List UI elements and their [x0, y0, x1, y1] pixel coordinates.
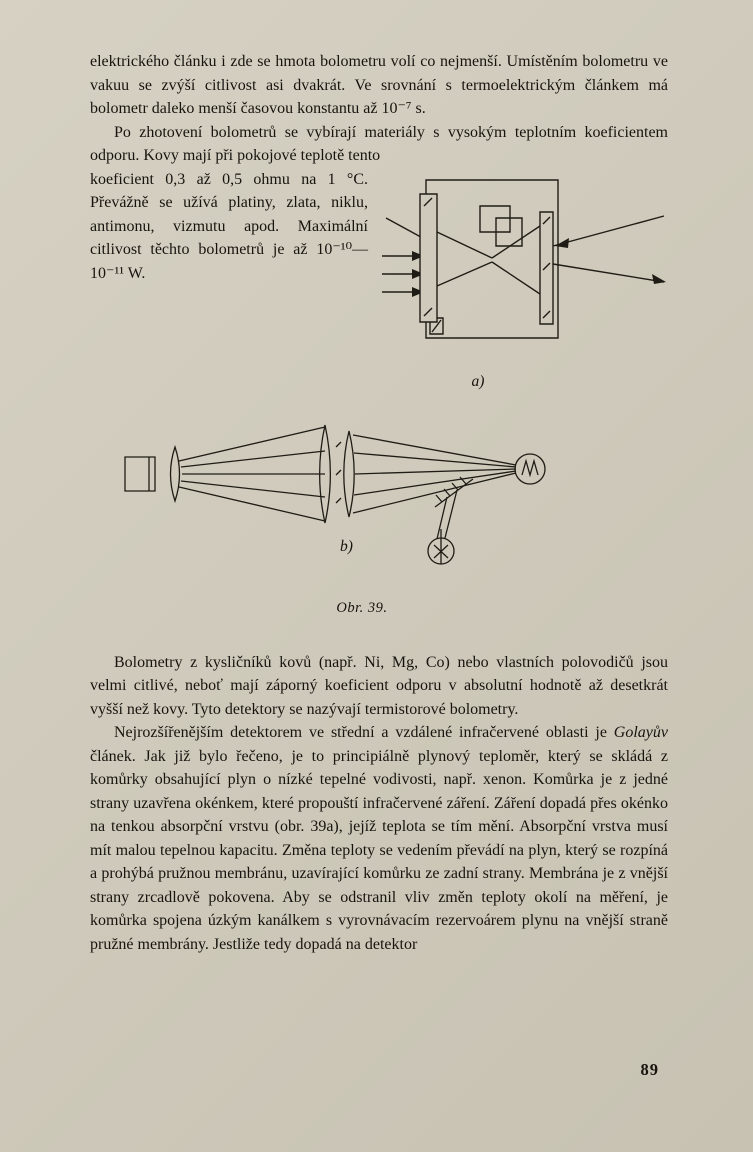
figure-b-label: b): [340, 538, 353, 555]
absorbing-film-cone: [437, 226, 540, 294]
paragraph-2-narrow: koeficient 0,3 až 0,5 ohmu na 1 °C. Přev…: [90, 170, 368, 282]
membrane-circle: [515, 454, 545, 484]
optical-readout-diagram: [109, 417, 649, 583]
ray-fan-right: [353, 435, 516, 513]
chamber-outline: [426, 180, 558, 338]
detector-circle: [428, 529, 454, 564]
paragraph-1: elektrického článku i zde se hmota bolom…: [90, 53, 668, 117]
window: [420, 194, 437, 322]
reflected-rays: [437, 490, 457, 539]
mirror: [435, 477, 473, 507]
incoming-radiation-arrows: [382, 218, 430, 297]
paragraph-4-term: Golayův: [613, 724, 668, 741]
figure-b: b) Obr. 39.: [90, 397, 668, 621]
grid-lens-elements: [320, 425, 355, 523]
paragraph-2-wrap: a) koeficient 0,3 až 0,5 ohmu na 1 °C. P…: [90, 168, 668, 390]
figure-a-label: a): [471, 372, 485, 390]
paragraph-3: Bolometry z kysličníků kovů (např. Ni, M…: [90, 653, 668, 718]
mount-blocks: [480, 206, 522, 246]
paragraph-4-post: článek. Jak již bylo řečeno, je to princ…: [90, 747, 668, 953]
figure-a: a): [380, 170, 668, 394]
paragraph-4: Nejrozšířenějším detektorem ve střední a…: [90, 721, 668, 956]
condenser-lens: [171, 447, 180, 501]
mirror-membrane: [540, 212, 553, 324]
readout-light-rays: [553, 216, 666, 284]
figure-caption: Obr. 39.: [336, 600, 388, 616]
bolometer-cell-diagram: [380, 170, 666, 366]
page-number: 89: [640, 1060, 659, 1079]
paragraph-2-full-width: Po zhotovení bolometrů se vybírají mater…: [90, 123, 668, 165]
paragraph-4-pre: Nejrozšířenějším detektorem ve střední a…: [114, 724, 614, 741]
ray-fan-left: [179, 427, 325, 521]
light-source: [125, 457, 155, 491]
text-column: elektrického článku i zde se hmota bolom…: [90, 50, 668, 956]
filament-squiggle: [522, 461, 538, 475]
